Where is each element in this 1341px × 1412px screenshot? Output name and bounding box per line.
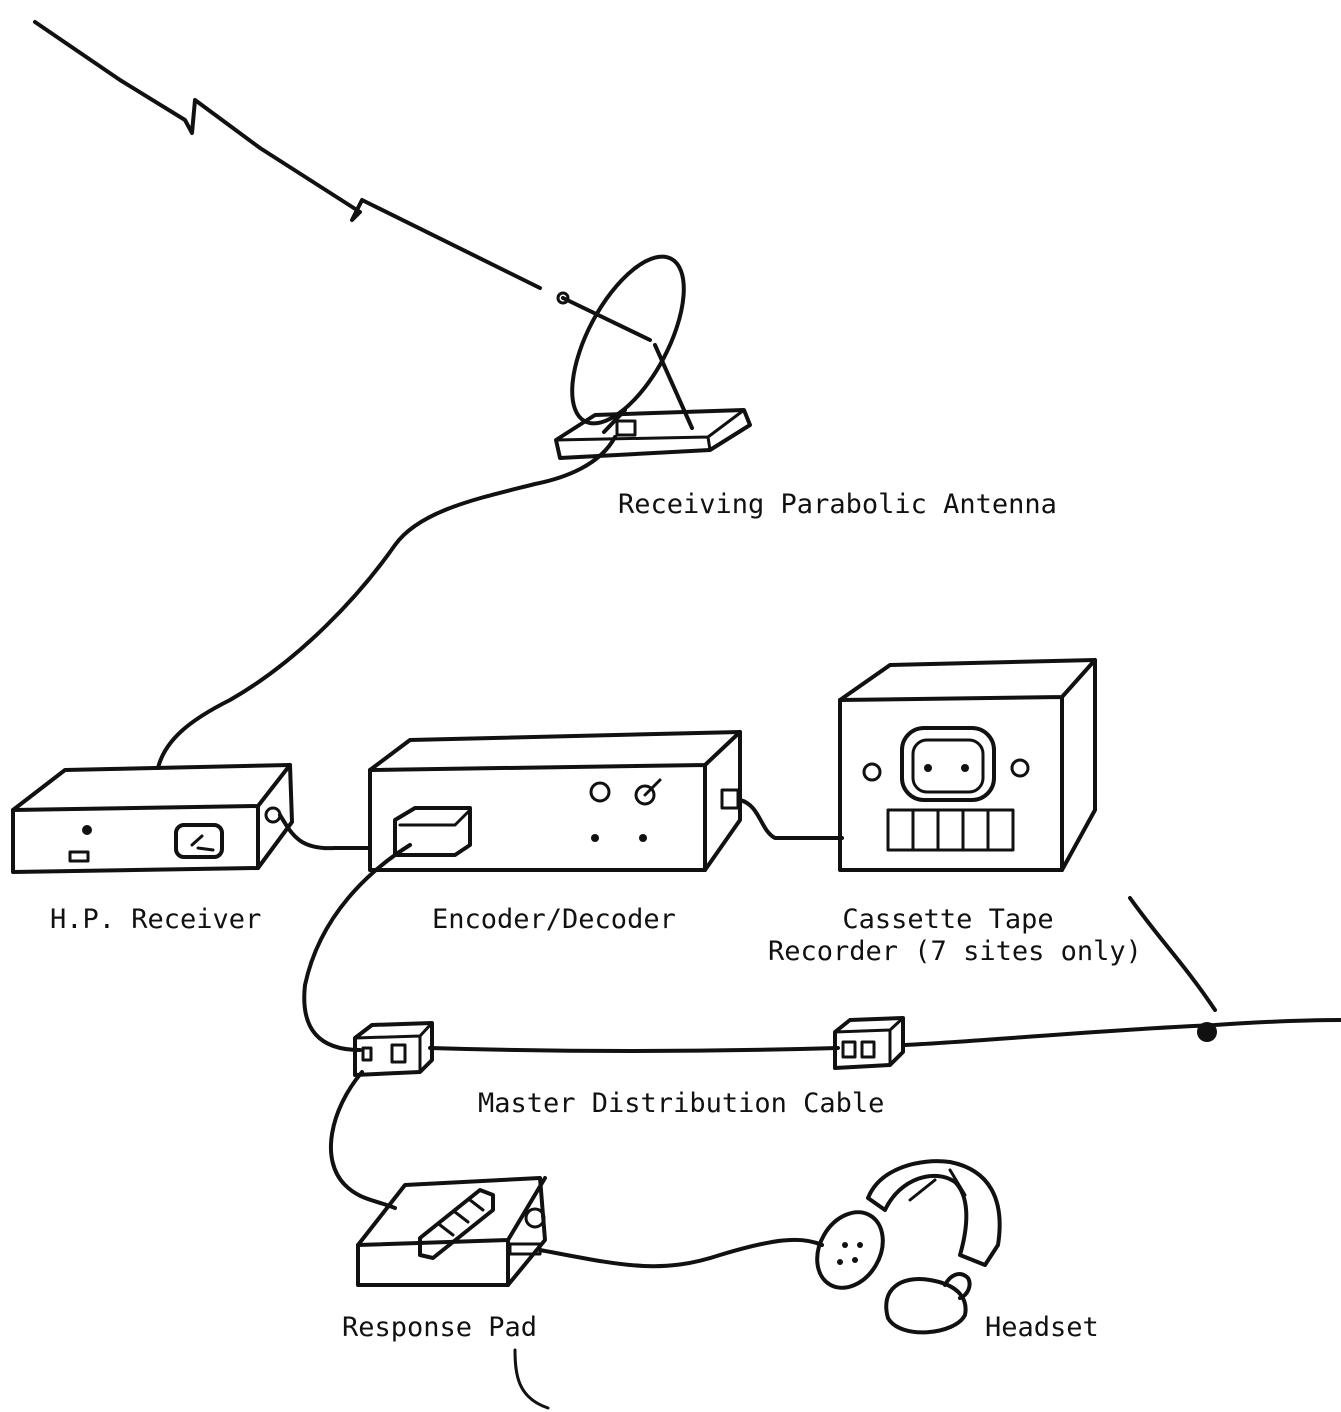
junction-box-right [835,1018,903,1068]
headset [804,1161,1000,1332]
hp-receiver-box [13,765,292,872]
parabolic-antenna [549,240,750,458]
antenna-receiver-cable [158,437,615,768]
cable-label: Master Distribution Cable [478,1088,884,1120]
receiver-label: H.P. Receiver [50,904,261,936]
encoder-distribution-cable [304,845,410,1050]
recorder-cable-link [1130,898,1215,1010]
cassette-recorder-box [840,660,1095,870]
junction-box-left [355,1023,432,1075]
cable-splice-blob [1197,1022,1217,1042]
recorder-label-line2: Recorder (7 sites only) [768,936,1128,968]
headset-label: Headset [985,1312,1099,1344]
encoder-label: Encoder/Decoder [432,904,676,936]
response-pad-label: Response Pad [342,1312,537,1344]
pad-headset-cable [540,1240,822,1266]
encoder-decoder-box [370,732,740,870]
incoming-signal-line [35,22,540,288]
antenna-label: Receiving Parabolic Antenna [618,489,1057,521]
encoder-recorder-cable [740,800,842,838]
label-leader-line [515,1350,548,1408]
recorder-label-line1: Cassette Tape [768,904,1128,936]
response-pad-box [358,1178,545,1285]
distribution-response-cable [331,1072,395,1208]
